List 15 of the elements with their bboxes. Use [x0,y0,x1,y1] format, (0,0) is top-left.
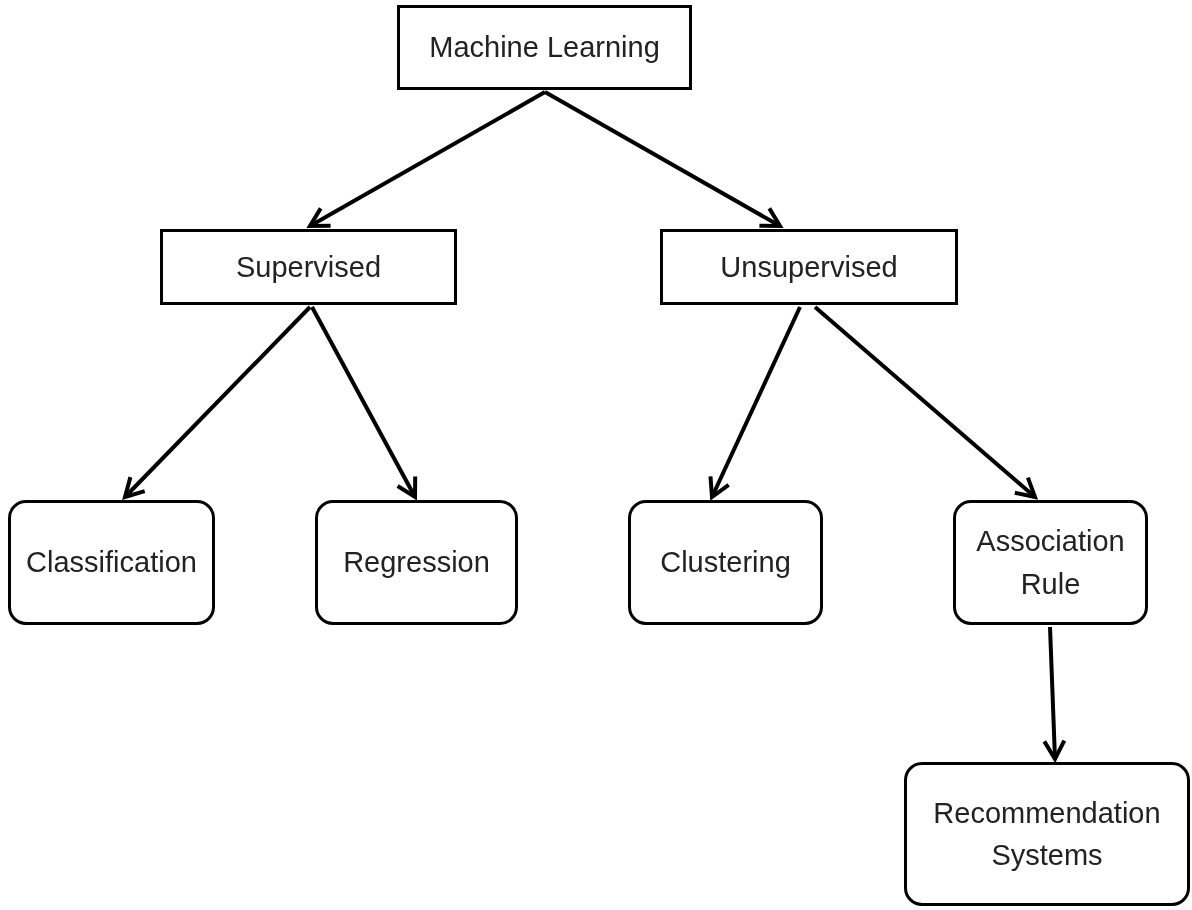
process-box: Machine Learning [397,5,692,90]
rounded-box: Clustering [628,500,823,625]
arrow [310,306,418,499]
arrow [1042,626,1067,761]
arrow [813,305,1037,499]
arrow [708,306,802,499]
process-box: Supervised [160,229,457,305]
arrow [308,90,546,228]
process-box: Unsupervised [660,229,958,305]
rounded-box: Regression [315,500,518,625]
rounded-box: Recommendation Systems [904,762,1190,906]
arrow [123,305,312,499]
rounded-box: Association Rule [953,500,1148,625]
rounded-box: Classification [8,500,215,625]
arrow [544,90,782,228]
